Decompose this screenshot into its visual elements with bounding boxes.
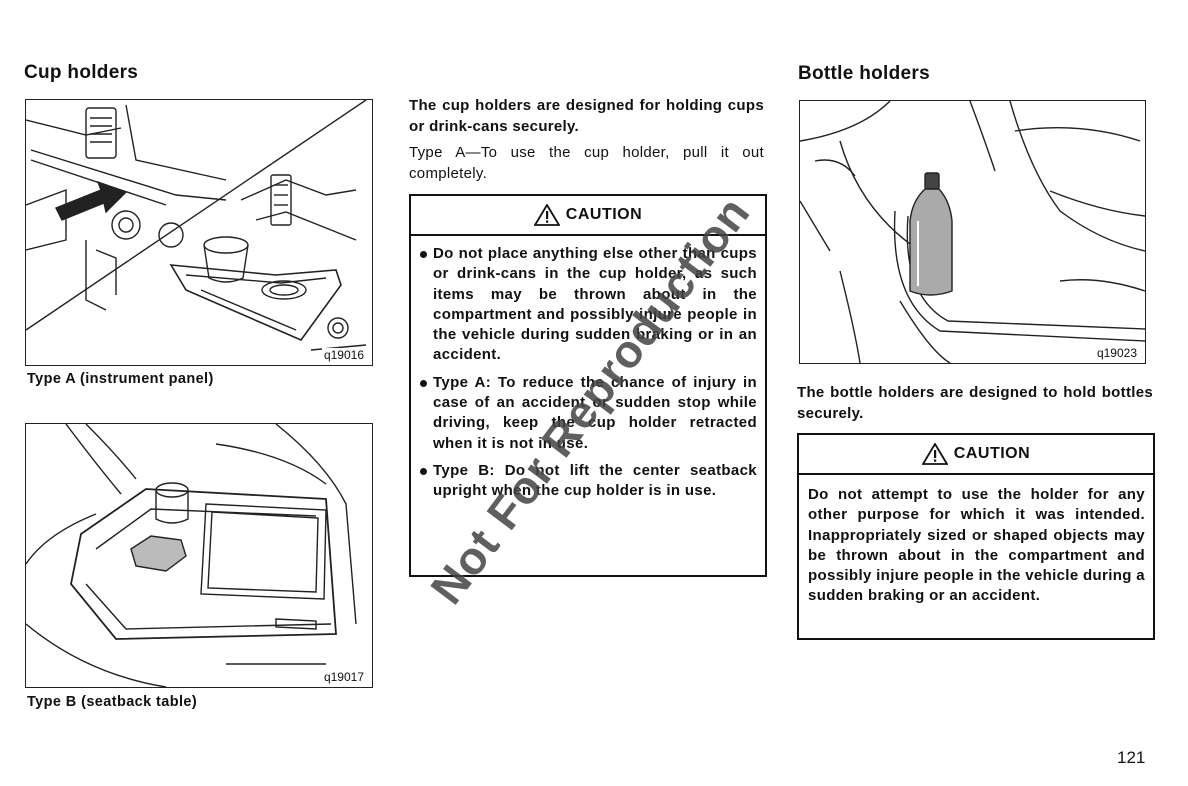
bullet-icon: [420, 379, 427, 387]
caution-header: CAUTION: [799, 435, 1153, 475]
caution-item-text: Do not place anything else other than cu…: [433, 245, 757, 364]
caution-box-bottle-holders: CAUTION Do not attempt to use the holder…: [797, 433, 1155, 640]
caution-header: CAUTION: [411, 196, 765, 236]
figure-bottle-holder: q19023: [799, 100, 1146, 364]
figure-type-a-instrument-panel: q19016: [25, 99, 373, 366]
caution-item: Do not place anything else other than cu…: [420, 244, 757, 366]
figure-id-label: q19017: [321, 670, 366, 684]
cup-holders-type-a-instruction: Type A—To use the cup holder, pull it ou…: [409, 144, 764, 182]
caution-item-text: Type B: Do not lift the center seatback …: [433, 461, 757, 500]
page-number: 121: [1117, 748, 1146, 767]
warning-triangle-icon: [533, 204, 560, 226]
figure-id-label: q19023: [1094, 346, 1139, 360]
cup-holders-intro-bold: The cup holders are designed for holding…: [409, 97, 764, 135]
bottle-holders-heading: Bottle holders: [798, 63, 930, 84]
figure-type-b-seatback-table: q19017: [25, 423, 373, 688]
figure-caption: Type A (instrument panel): [27, 371, 214, 387]
caution-body: Do not place anything else other than cu…: [411, 236, 765, 502]
figure-caption: Type B (seatback table): [27, 694, 198, 710]
cup-holders-heading: Cup holders: [24, 62, 139, 83]
caution-title: CAUTION: [953, 445, 1031, 462]
caution-item: Type B: Do not lift the center seatback …: [420, 461, 757, 502]
caution-item: Type A: To reduce the chance of injury i…: [420, 373, 757, 454]
caution-text: Do not attempt to use the holder for any…: [808, 486, 1145, 605]
bottle-holders-intro-bold: The bottle holders are designed to hold …: [797, 384, 1153, 422]
caution-item-text: Type A: To reduce the chance of injury i…: [433, 373, 757, 452]
caution-box-cup-holders: CAUTION Do not place anything else other…: [409, 194, 767, 577]
figure-id-label: q19016: [321, 348, 366, 362]
bullet-icon: [420, 251, 427, 258]
caution-title: CAUTION: [565, 206, 643, 223]
warning-triangle-icon: [921, 443, 948, 465]
bullet-icon: [420, 467, 427, 475]
